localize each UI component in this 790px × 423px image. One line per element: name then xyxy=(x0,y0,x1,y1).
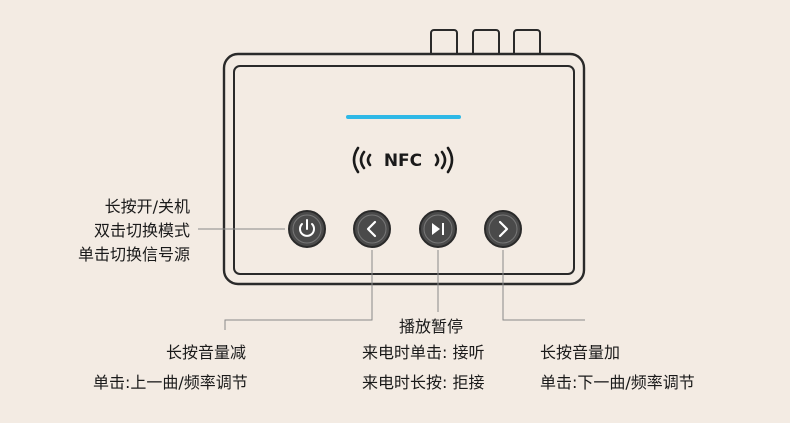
power-icon xyxy=(299,219,315,237)
device-panel xyxy=(233,65,575,275)
next-label-line2: 单击:下一曲/频率调节 xyxy=(540,373,695,392)
power-label-line1: 长按开/关机 xyxy=(104,197,190,216)
next-button[interactable] xyxy=(484,210,522,248)
led-indicator xyxy=(346,115,461,119)
play-pause-icon xyxy=(432,223,444,235)
prev-label-line2: 单击:上一曲/频率调节 xyxy=(93,373,248,392)
nfc-icon xyxy=(352,146,454,174)
chevron-right-icon xyxy=(498,220,509,238)
play-label-line1: 播放暂停 xyxy=(399,317,464,336)
prev-button[interactable] xyxy=(353,210,391,248)
prev-leader-line xyxy=(224,250,373,330)
next-label-line1: 长按音量加 xyxy=(540,343,621,362)
power-label-line3: 单击切换信号源 xyxy=(77,245,190,264)
chevron-left-icon xyxy=(366,220,377,238)
nfc-text: NFC xyxy=(384,151,422,171)
prev-label-line1: 长按音量减 xyxy=(166,343,247,362)
next-leader-line xyxy=(502,250,585,321)
play-label-line2: 来电时单击: 接听 xyxy=(362,343,485,362)
power-label-line2: 双击切换模式 xyxy=(93,221,190,240)
play-pause-button[interactable] xyxy=(419,210,457,248)
power-button[interactable] xyxy=(288,210,326,248)
play-label-line3: 来电时长按: 拒接 xyxy=(362,373,485,392)
